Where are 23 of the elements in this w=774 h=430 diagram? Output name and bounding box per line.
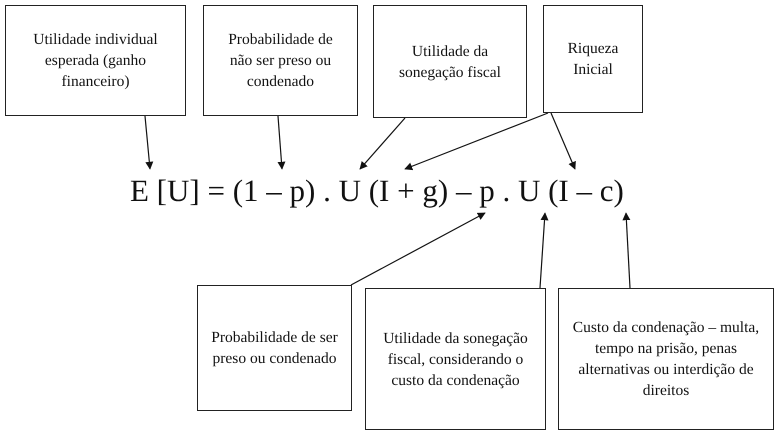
callout-box — [203, 5, 358, 116]
callout-text: Utilidade da sonegação fiscal — [398, 42, 502, 82]
callout-text: Utilidade da sonegação fiscal, considerando o custo da condenação — [382, 328, 529, 390]
callout-box — [197, 285, 352, 411]
leader-arrow — [539, 212, 548, 288]
leader-arrow — [550, 112, 576, 170]
leader-arrow — [359, 118, 406, 170]
callout-text: Probabilidade de ser preso ou condenado — [210, 328, 339, 369]
leader-arrow — [404, 112, 548, 170]
callout-box — [543, 5, 643, 113]
formula-text: E [U] = (1 – p) . U (I + g) – p . U (I – c) — [130, 172, 624, 210]
leader-arrow — [144, 116, 154, 170]
callout-text: Utilidade individual esperada (ganho financeiro) — [32, 30, 159, 92]
callout-text: Riqueza Inicial — [566, 39, 620, 80]
callout-box — [558, 288, 774, 430]
callout-text: Probabilidade de não ser preso ou condenado — [227, 30, 334, 92]
callout-text: Custo da condenação – multa, tempo na prisão, penas alternativas ou interdição de direitos — [572, 318, 760, 401]
leader-arrow — [350, 212, 486, 286]
leader-arrow — [622, 212, 631, 288]
leader-arrow — [277, 116, 286, 170]
callout-box — [365, 288, 546, 430]
callout-box — [5, 5, 186, 116]
callout-box — [373, 5, 527, 118]
